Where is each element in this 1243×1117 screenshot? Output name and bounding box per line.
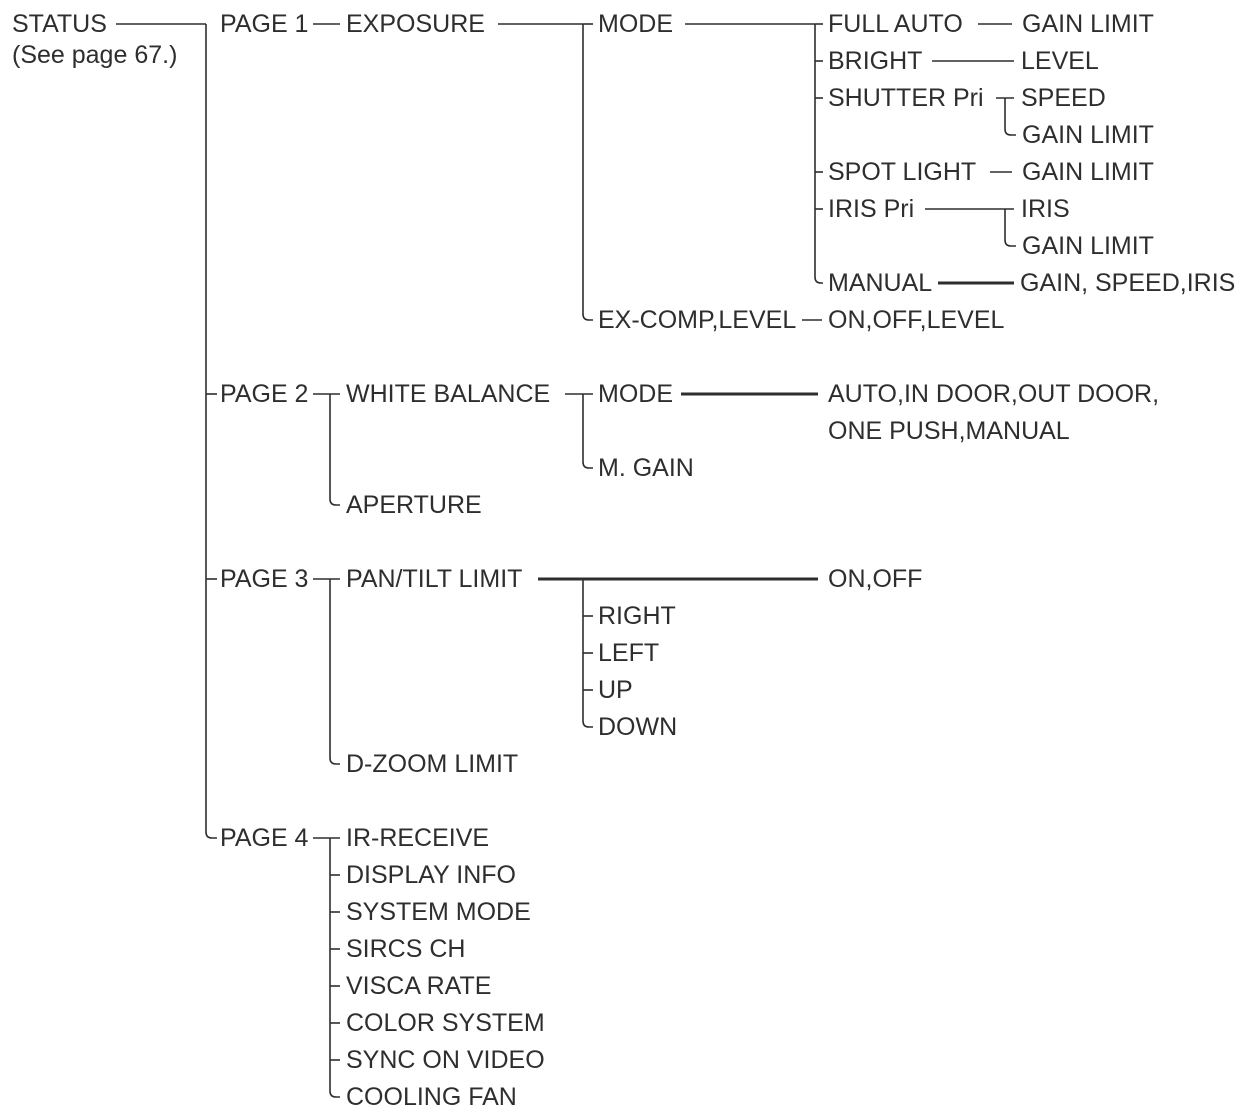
page4-item-cooling-fan: COOLING FAN [346,1083,517,1111]
page1-full-auto: FULL AUTO [828,10,963,38]
page1-bright: BRIGHT [828,47,923,75]
page1-iris-gain-limit: GAIN LIMIT [1022,232,1154,260]
page3-down: DOWN [598,713,678,741]
page2-white-balance: WHITE BALANCE [346,380,551,408]
page1-shutter-speed: SPEED [1021,84,1106,112]
page2-mode-values-line2: ONE PUSH,MANUAL [828,417,1070,445]
page2-label: PAGE 2 [220,380,309,408]
page4-item-ir-receive: IR-RECEIVE [346,824,490,852]
page1-mode: MODE [598,10,673,38]
page1-bright-level: LEVEL [1021,47,1099,75]
page1-shutter-pri: SHUTTER Pri [828,84,984,112]
page1-full-auto-gain-limit: GAIN LIMIT [1022,10,1154,38]
page4-label: PAGE 4 [220,824,309,852]
page1-spot-gain-limit: GAIN LIMIT [1022,158,1154,186]
page3-d-zoom-limit: D-ZOOM LIMIT [346,750,519,778]
page4-item-display-info: DISPLAY INFO [346,861,516,889]
page1-spot-light: SPOT LIGHT [828,158,977,186]
page3-pan-tilt-values: ON,OFF [828,565,923,593]
page1-exposure: EXPOSURE [346,10,485,38]
page1-label: PAGE 1 [220,10,309,38]
page1-manual: MANUAL [828,269,933,297]
page4-item-sync-on-video: SYNC ON VIDEO [346,1046,545,1074]
page3-right: RIGHT [598,602,676,630]
page3-left: LEFT [598,639,660,667]
page3-pan-tilt-limit: PAN/TILT LIMIT [346,565,523,593]
page1-ex-comp-values: ON,OFF,LEVEL [828,306,1005,334]
page1-iris-pri: IRIS Pri [828,195,915,223]
page2-mode: MODE [598,380,673,408]
page1-shutter-gain-limit: GAIN LIMIT [1022,121,1154,149]
page2-m-gain: M. GAIN [598,454,694,482]
page4-item-sircs-ch: SIRCS CH [346,935,466,963]
root-note: (See page 67.) [12,41,178,69]
page3-up: UP [598,676,633,704]
page1-manual-values: GAIN, SPEED,IRIS [1020,269,1236,297]
page4-item-color-system: COLOR SYSTEM [346,1009,545,1037]
root-label: STATUS [12,10,107,38]
page2-aperture: APERTURE [346,491,482,519]
page3-label: PAGE 3 [220,565,309,593]
page1-ex-comp: EX-COMP,LEVEL [598,306,797,334]
page1-iris-iris: IRIS [1021,195,1070,223]
page4-item-visca-rate: VISCA RATE [346,972,492,1000]
page2-mode-values-line1: AUTO,IN DOOR,OUT DOOR, [828,380,1160,408]
page4-item-system-mode: SYSTEM MODE [346,898,531,926]
